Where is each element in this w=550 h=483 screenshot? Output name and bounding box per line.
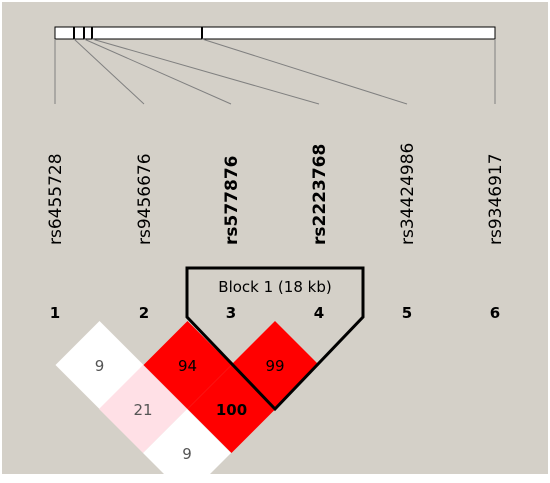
snp-name-label: rs2223768 xyxy=(310,144,330,245)
snp-connector-line xyxy=(73,38,145,105)
snp-name-label: rs577876 xyxy=(222,156,242,245)
snp-index-number: 1 xyxy=(50,304,60,322)
snp-name-label: rs6455728 xyxy=(46,153,66,245)
snp-index-number: 3 xyxy=(226,304,236,322)
snp-name-label: rs34424986 xyxy=(398,143,418,245)
snp-index-number: 2 xyxy=(139,304,149,322)
block-label: Block 1 (18 kb) xyxy=(218,278,331,296)
snp-connector-line xyxy=(91,38,320,105)
snp-name-label: rs9346917 xyxy=(486,153,506,245)
ld-value-label: 99 xyxy=(265,357,284,375)
snp-index-number: 6 xyxy=(490,304,500,322)
snp-connector-line xyxy=(83,38,232,105)
snp-connector-line xyxy=(201,38,408,105)
snp-index-number: 4 xyxy=(314,304,324,322)
ld-value-label: 9 xyxy=(95,357,105,375)
chromosome-position-bar xyxy=(54,26,496,40)
snp-index-number: 5 xyxy=(402,304,412,322)
ld-cell-diamond xyxy=(143,409,231,483)
ld-value-label: 100 xyxy=(216,401,247,419)
ld-value-label: 94 xyxy=(178,357,197,375)
ld-value-label: 9 xyxy=(182,445,192,463)
haplotype-block-outline xyxy=(185,266,365,412)
snp-name-label: rs9456676 xyxy=(135,153,155,245)
ld-value-label: 21 xyxy=(133,401,152,419)
